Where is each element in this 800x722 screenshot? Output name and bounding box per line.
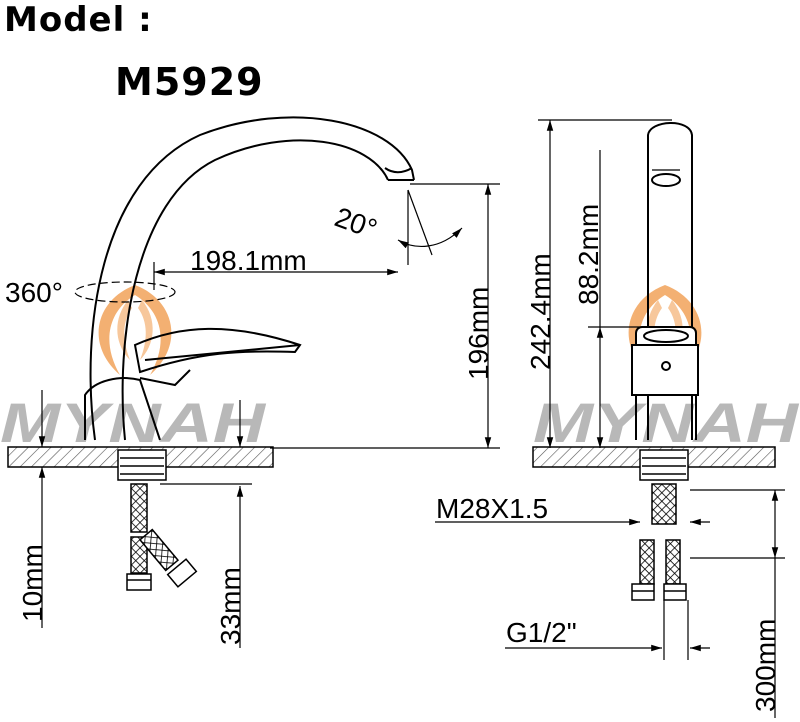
watermark-brand-right: MYNAH xyxy=(533,391,800,454)
total-height-dimension xyxy=(538,119,672,448)
height-label: 196mm xyxy=(463,287,494,380)
shank-length-dimension xyxy=(160,400,252,648)
handle-height-dimension xyxy=(588,150,640,448)
watermark-logo-left xyxy=(98,285,172,375)
watermark-brand-left: MYNAH xyxy=(0,391,267,454)
deck-thickness-label: 10mm xyxy=(17,544,48,622)
shank-left xyxy=(117,449,167,481)
hose-length-label: 300mm xyxy=(750,619,781,712)
reach-label: 198.1mm xyxy=(190,245,307,276)
faucet-front-view xyxy=(631,122,699,440)
spout-angle-label: 20° xyxy=(331,201,381,245)
shank-length-label: 33mm xyxy=(215,567,246,645)
connection-label: G1/2" xyxy=(506,617,577,648)
spout-angle-indicator xyxy=(397,189,463,265)
thread-size-label: M28X1.5 xyxy=(436,493,548,524)
rotation-label: 360° xyxy=(5,277,63,308)
connection-dimension xyxy=(505,600,710,660)
supply-hoses-right xyxy=(631,483,687,601)
total-height-label: 242.4mm xyxy=(525,253,556,370)
shank-right xyxy=(639,449,689,481)
model-number: M5929 xyxy=(115,60,264,104)
hose-length-dimension xyxy=(690,489,785,718)
faucet-side-view xyxy=(74,116,415,441)
handle-height-label: 88.2mm xyxy=(573,204,604,305)
reach-dimension xyxy=(153,262,398,290)
supply-hoses-left xyxy=(126,483,198,591)
page-title: Model : xyxy=(4,0,153,40)
height-dimension xyxy=(270,183,500,449)
